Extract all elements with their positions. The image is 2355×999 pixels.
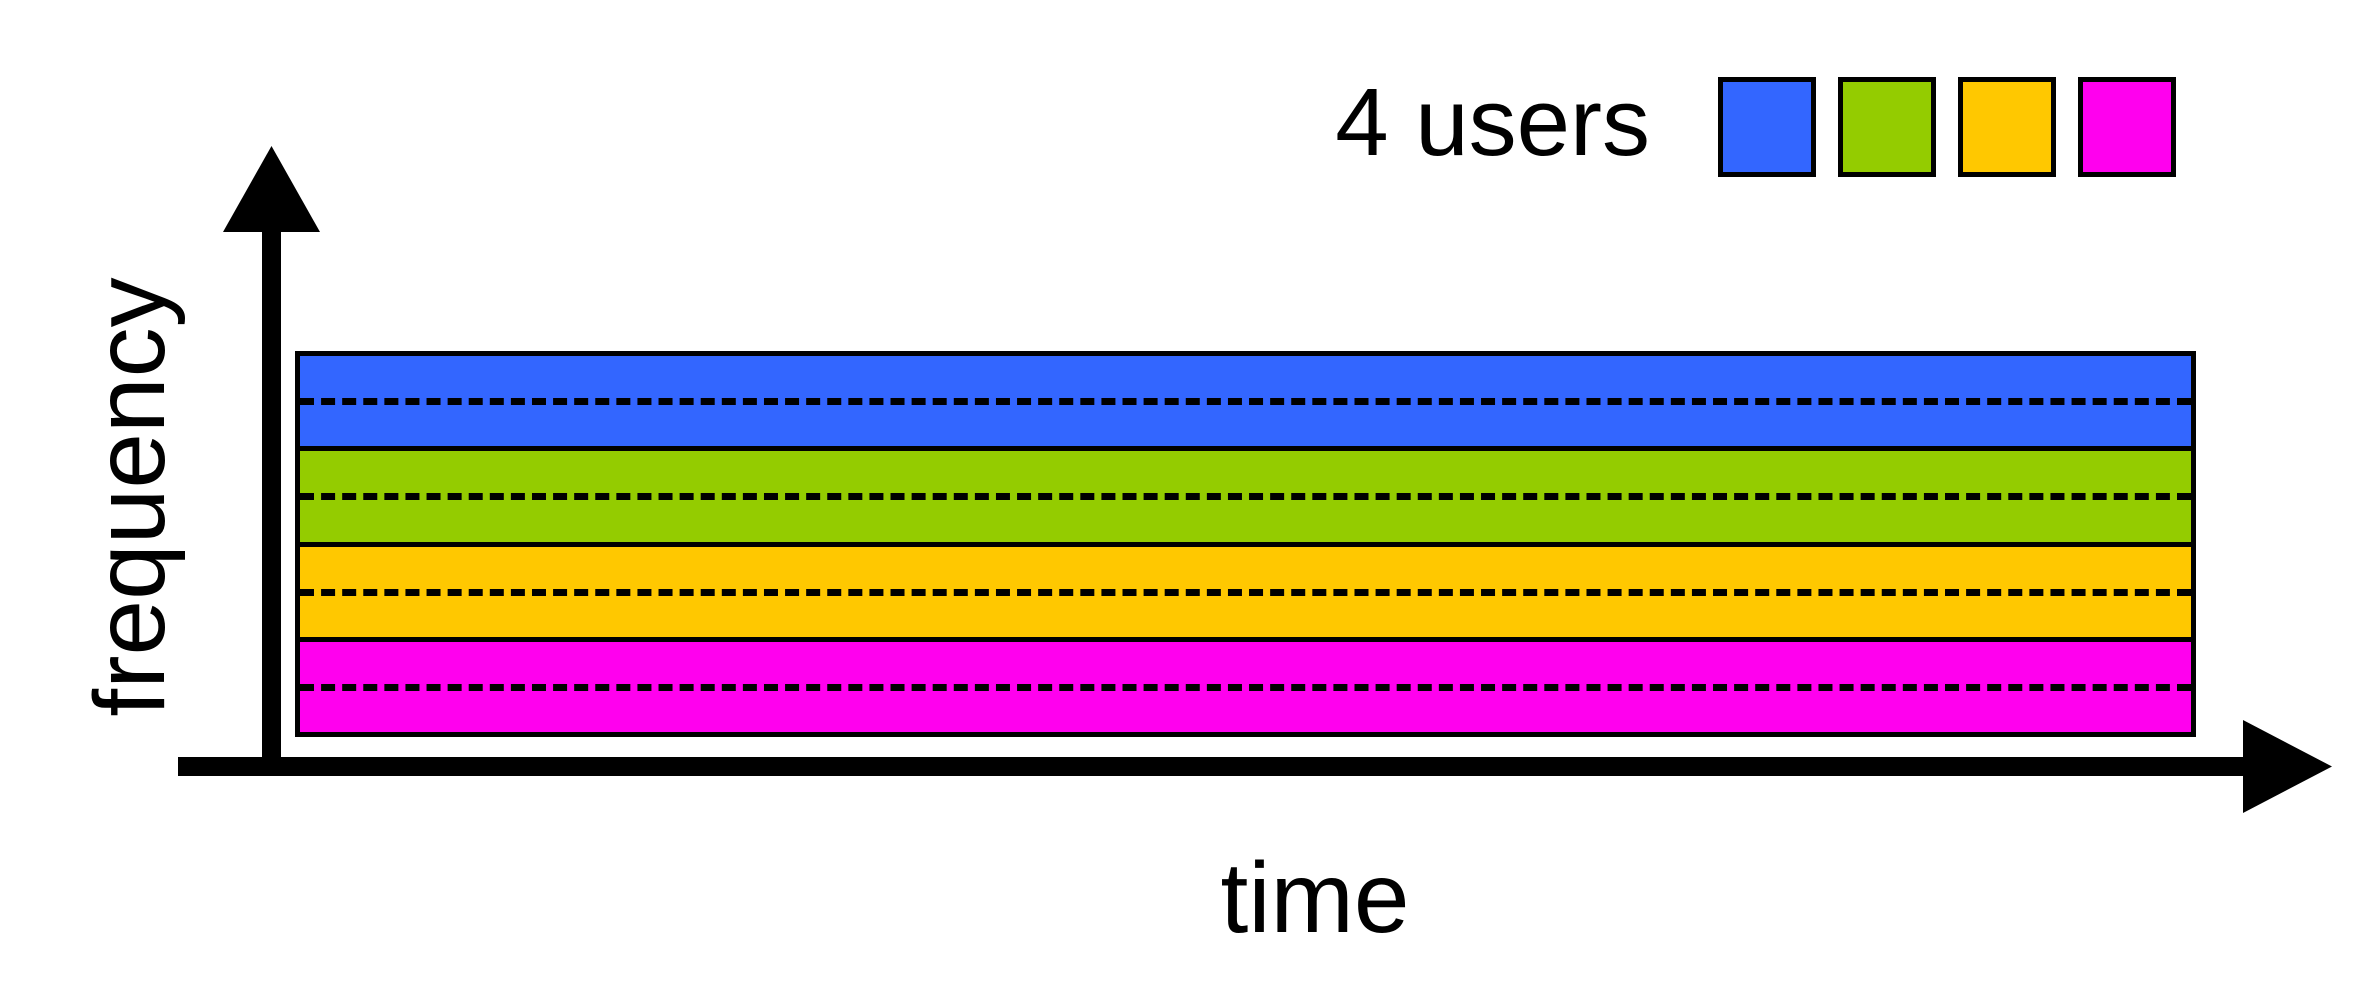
axis-corner <box>178 757 281 776</box>
legend: 4 users <box>1180 40 2280 190</box>
legend-swatch-user-2 <box>1838 77 1936 177</box>
band-midline-user-3 <box>300 588 2191 596</box>
band-midline-user-4 <box>300 683 2191 691</box>
legend-title: 4 users <box>1335 69 1650 176</box>
band-midline-user-2 <box>300 493 2191 501</box>
spectrum-block <box>295 351 2196 737</box>
band-user-4 <box>300 641 2191 732</box>
legend-swatch-group <box>1718 77 2176 177</box>
legend-swatch-user-4 <box>2078 77 2176 177</box>
band-midline-user-1 <box>300 398 2191 406</box>
legend-swatch-user-3 <box>1958 77 2056 177</box>
y-axis-label: frequency <box>74 277 186 717</box>
band-user-3 <box>300 546 2191 642</box>
x-axis-label: time <box>1220 842 1410 954</box>
band-user-2 <box>300 451 2191 547</box>
legend-swatch-user-1 <box>1718 77 1816 177</box>
band-user-1 <box>300 356 2191 452</box>
